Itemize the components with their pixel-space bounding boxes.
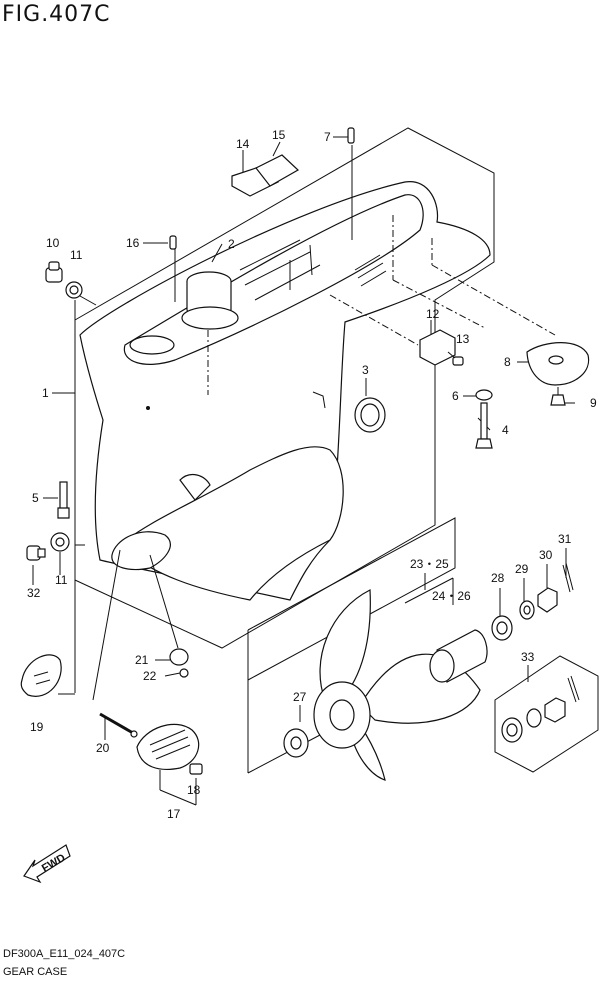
part-16-pin [169, 235, 177, 250]
callout-labels: 123456789101111121314151617181920212223・… [27, 128, 597, 821]
callout-24: 23・25 [410, 557, 449, 571]
callout-19: 18 [187, 783, 201, 797]
callout-23: 22 [143, 669, 157, 683]
callout-31: 32 [27, 586, 41, 600]
part-17-anode [136, 723, 200, 770]
drawing-code: DF300A_E11_024_407C [3, 948, 126, 960]
callout-15: 14 [236, 137, 250, 151]
part-9-bolt [550, 387, 566, 406]
part-30-washer [519, 600, 535, 620]
leader-lines [32, 136, 575, 806]
callout-29: 30 [539, 548, 553, 562]
part-8-anode [526, 342, 590, 386]
frame-33 [494, 655, 599, 773]
part-32-plug [26, 545, 46, 561]
part-11-washer-top [65, 281, 83, 299]
fwd-label: FWD [40, 852, 68, 875]
callout-17: 16 [126, 236, 140, 250]
callout-5: 5 [32, 491, 39, 505]
callout-2: 2 [228, 237, 235, 251]
callout-26: 27 [293, 690, 307, 704]
part-10-plug [45, 261, 63, 283]
part-5-bolt [57, 481, 70, 519]
callout-30: 31 [558, 532, 572, 546]
callout-32: 33 [521, 650, 535, 664]
part-15-plate [255, 154, 300, 187]
part-4-bolt [475, 402, 493, 449]
callout-3: 3 [362, 363, 369, 377]
callout-22: 21 [135, 653, 149, 667]
part-24-bushing [429, 629, 488, 683]
callout-9: 9 [590, 396, 597, 410]
callout-20: 19 [30, 720, 44, 734]
callout-18: 17 [167, 807, 181, 821]
part-20-bolt [99, 712, 138, 738]
callout-14: 13 [456, 332, 470, 346]
figure-title: FIG.407C [2, 2, 111, 27]
part-22-screw [179, 668, 189, 678]
part-31-pin [562, 562, 574, 593]
callout-28: 29 [515, 562, 529, 576]
callout-1: 1 [42, 386, 49, 400]
part-3-seal [354, 397, 386, 433]
part-19-anode [20, 654, 62, 697]
callout-27: 28 [491, 571, 505, 585]
part-28-washer [491, 615, 513, 641]
callout-4: 4 [502, 423, 509, 437]
section-name: GEAR CASE [3, 966, 68, 978]
callout-13: 12 [426, 307, 440, 321]
callout-10: 10 [46, 236, 60, 250]
frame-main [74, 127, 495, 649]
part-11-washer-low [50, 532, 70, 552]
callout-11: 11 [70, 248, 83, 262]
part-29-nut [537, 587, 558, 613]
part-27-spacer [283, 728, 309, 758]
propeller [313, 589, 481, 781]
callout-8: 8 [504, 355, 511, 369]
callout-7: 7 [324, 130, 331, 144]
part-7-pin [347, 127, 355, 144]
part-21-nut [169, 648, 189, 666]
callout-25: 24・26 [432, 589, 471, 603]
fwd-arrow-icon: FWD [23, 844, 71, 884]
callout-6: 6 [452, 389, 459, 403]
part-33-kit [501, 675, 580, 743]
gear-case-housing [79, 181, 491, 601]
callout-16: 15 [272, 128, 286, 142]
part-13-bolt [447, 351, 464, 366]
part-6-washer [475, 389, 493, 401]
callout-12: 11 [55, 573, 68, 587]
part-18-screw [189, 763, 203, 775]
callout-21: 20 [96, 741, 110, 755]
part-12-block [419, 329, 456, 366]
